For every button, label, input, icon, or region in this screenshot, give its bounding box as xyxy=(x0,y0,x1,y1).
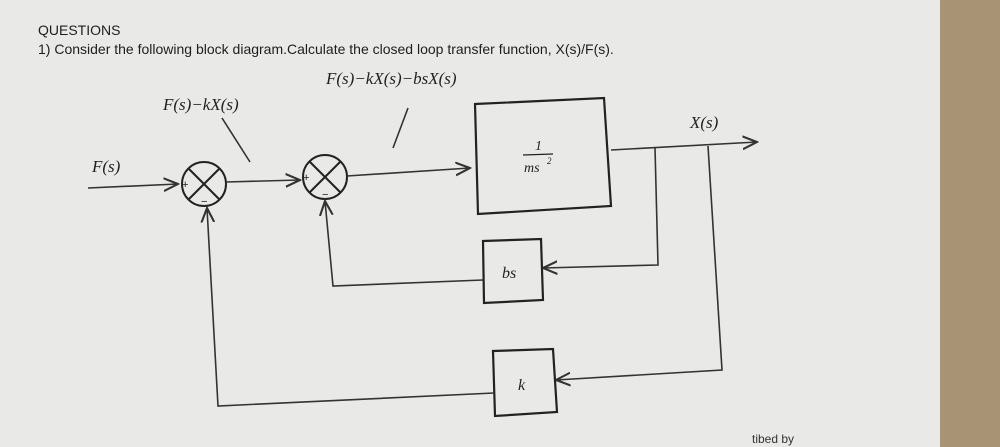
spring-feedback-left xyxy=(207,208,495,407)
summing-junction-1: + − xyxy=(181,161,227,208)
cut-off-text: tibed by xyxy=(752,432,795,446)
junction-link xyxy=(225,180,300,182)
input-label: F(s) xyxy=(91,157,121,176)
summing-junction-2: + − xyxy=(302,154,348,201)
damping-block: bs xyxy=(481,237,545,305)
output-label: X(s) xyxy=(689,113,719,132)
spring-feedback-right xyxy=(556,145,723,380)
damping-label: bs xyxy=(502,265,516,282)
output-line xyxy=(610,142,757,151)
questions-heading: QUESTIONS xyxy=(38,22,121,38)
annotation-2: F(s)−kX(s)−bsX(s) xyxy=(325,69,457,88)
annotation-1-pointer xyxy=(221,117,251,163)
question-text: 1) Consider the following block diagram.… xyxy=(38,41,614,57)
annotation-2-pointer xyxy=(392,107,409,149)
annotation-1: F(s)−kX(s) xyxy=(162,95,239,114)
plant-block: 1 ms 2 xyxy=(473,96,613,216)
sum1-minus: − xyxy=(201,196,207,208)
damping-feedback-left xyxy=(325,201,484,287)
paper-sheet xyxy=(0,0,940,447)
input-line xyxy=(87,184,178,188)
spring-label: k xyxy=(518,377,526,394)
plant-exponent: 2 xyxy=(547,156,552,166)
sum2-plus: + xyxy=(303,172,309,184)
sum2-minus: − xyxy=(322,189,328,201)
spring-block: k xyxy=(491,347,559,418)
sum1-plus: + xyxy=(182,179,188,191)
plant-numerator: 1 xyxy=(535,139,542,154)
damping-feedback-right xyxy=(543,147,659,268)
plant-denominator: ms xyxy=(524,161,540,176)
plant-input-line xyxy=(346,168,470,177)
